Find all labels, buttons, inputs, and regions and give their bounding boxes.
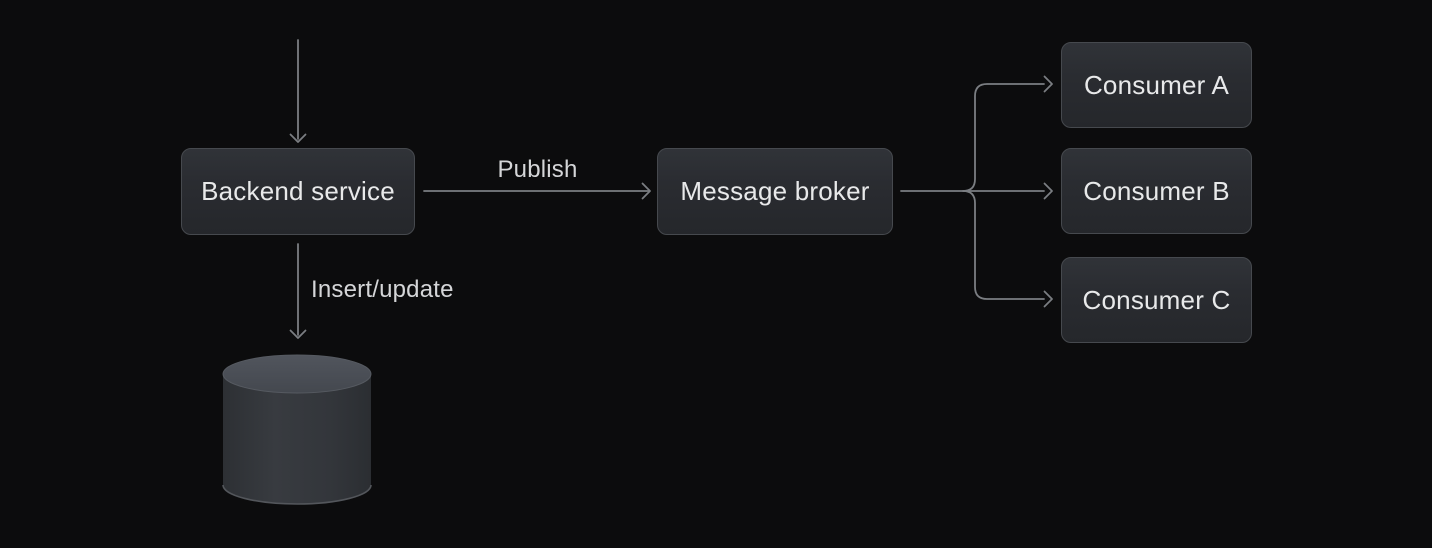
arrowhead-right-icon	[1043, 290, 1053, 308]
arrowhead-down-icon	[289, 133, 307, 143]
node-consumer-c: Consumer C	[1061, 257, 1252, 343]
node-message-broker-label: Message broker	[680, 176, 870, 206]
node-consumer-b: Consumer B	[1061, 148, 1252, 234]
arrowhead-right-icon	[1043, 75, 1053, 93]
node-consumer-c-label: Consumer C	[1082, 284, 1231, 315]
node-consumer-a: Consumer A	[1061, 42, 1252, 128]
edge-broker-to-consumer-b	[900, 182, 1053, 200]
edge-label-insert-update: Insert/update	[311, 276, 454, 303]
arrowhead-right-icon	[1043, 182, 1053, 200]
edge-broker-to-consumer-a	[962, 75, 1053, 192]
node-consumer-b-label: Consumer B	[1083, 175, 1230, 206]
edge-backend-to-broker	[423, 182, 651, 200]
node-backend-service-label: Backend service	[201, 176, 395, 206]
arrowhead-right-icon	[641, 182, 651, 200]
database-cylinder-icon	[222, 354, 372, 505]
edge-inbound-to-backend	[289, 39, 307, 143]
arrowhead-down-icon	[289, 329, 307, 339]
edge-broker-to-consumer-c	[962, 190, 1053, 308]
node-message-broker: Message broker	[657, 148, 893, 235]
node-consumer-a-label: Consumer A	[1083, 69, 1230, 100]
node-backend-service: Backend service	[181, 148, 415, 235]
edge-label-publish: Publish	[497, 156, 578, 183]
edge-backend-to-database	[289, 243, 307, 339]
